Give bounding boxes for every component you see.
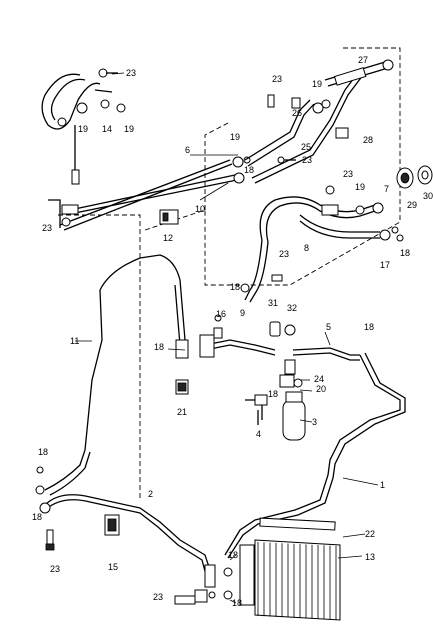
callout-17: 17 <box>380 260 390 270</box>
leader-lines <box>75 72 379 604</box>
callout-30: 30 <box>423 191 433 201</box>
callout-5: 5 <box>326 322 331 332</box>
callout-10: 10 <box>195 204 205 214</box>
upper-right-lines <box>244 59 394 184</box>
callout-12: 12 <box>163 233 173 243</box>
receiver-drier-assembly <box>269 321 360 441</box>
callout-23-extra-4: 23 <box>50 564 60 574</box>
callout-9: 9 <box>240 308 245 318</box>
callout-26: 26 <box>292 108 302 118</box>
callout-15: 15 <box>108 562 118 572</box>
callout-18-extra-7: 18 <box>232 598 242 608</box>
part-21-sensor <box>175 379 189 395</box>
callout-23-extra-6: 23 <box>279 249 289 259</box>
callout-28: 28 <box>363 135 373 145</box>
bolt-23-lower-left <box>45 529 55 551</box>
callout-23-extra-2: 23 <box>343 169 353 179</box>
callout-23-extra-3: 23 <box>42 223 52 233</box>
lower-fittings <box>174 564 233 605</box>
callout-3: 3 <box>312 417 317 427</box>
line-2-pipe <box>35 449 211 576</box>
callout-29: 29 <box>407 200 417 210</box>
callout-4: 4 <box>256 429 261 439</box>
callout-13: 13 <box>365 552 375 562</box>
callout-18-extra-1: 18 <box>268 389 278 399</box>
part-12-bracket <box>159 209 179 225</box>
callout-8: 8 <box>304 243 309 253</box>
callout-11: 11 <box>70 336 79 346</box>
condenser-13 <box>239 517 341 621</box>
upper-left-hose-assembly <box>41 68 126 185</box>
callout-6: 6 <box>185 145 190 155</box>
callout-18-extra-5: 18 <box>32 512 42 522</box>
part-4-bracket <box>245 394 268 425</box>
callout-18-extra-6: 18 <box>228 550 238 560</box>
line-6-10-pipe <box>48 156 251 231</box>
callout-18-extra-2: 18 <box>364 322 374 332</box>
callout-16: 16 <box>216 309 226 319</box>
callout-2: 2 <box>148 489 153 499</box>
callout-23-extra-1: 23 <box>302 155 312 165</box>
caps-29-30 <box>396 165 433 189</box>
callout-labels: 1234567891011121314151617181920212223242… <box>32 55 433 608</box>
callout-18-extra-8: 18 <box>244 165 254 175</box>
callout-31: 31 <box>268 298 278 308</box>
callout-18-extra-4: 18 <box>38 447 48 457</box>
line-11-pipe <box>84 254 189 451</box>
callout-14: 14 <box>102 124 112 134</box>
callout-27: 27 <box>358 55 368 65</box>
dashed-boundaries <box>58 47 401 500</box>
callout-32: 32 <box>287 303 297 313</box>
callout-18: 18 <box>154 342 164 352</box>
callout-18-extra-0: 18 <box>230 282 240 292</box>
callout-23: 23 <box>126 68 136 78</box>
callout-1: 1 <box>380 480 385 490</box>
callout-23-extra-0: 23 <box>272 74 282 84</box>
callout-24: 24 <box>314 374 324 384</box>
callout-19-extra-3: 19 <box>355 182 365 192</box>
part-15-clamp <box>104 514 120 536</box>
condenser-fins <box>257 542 337 620</box>
callout-18-extra-3: 18 <box>400 248 410 258</box>
callout-22: 22 <box>365 529 375 539</box>
line-1-pipe <box>224 352 406 559</box>
line-9 <box>199 314 276 358</box>
callout-7: 7 <box>384 184 389 194</box>
callout-19-extra-0: 19 <box>124 124 134 134</box>
callout-20: 20 <box>316 384 326 394</box>
callout-23-extra-5: 23 <box>153 592 163 602</box>
hose-7-8 <box>240 185 404 303</box>
callout-25: 25 <box>301 142 311 152</box>
callout-19-extra-1: 19 <box>230 132 240 142</box>
callout-19-extra-2: 19 <box>312 79 322 89</box>
callout-21: 21 <box>177 407 187 417</box>
callout-19: 19 <box>78 124 88 134</box>
